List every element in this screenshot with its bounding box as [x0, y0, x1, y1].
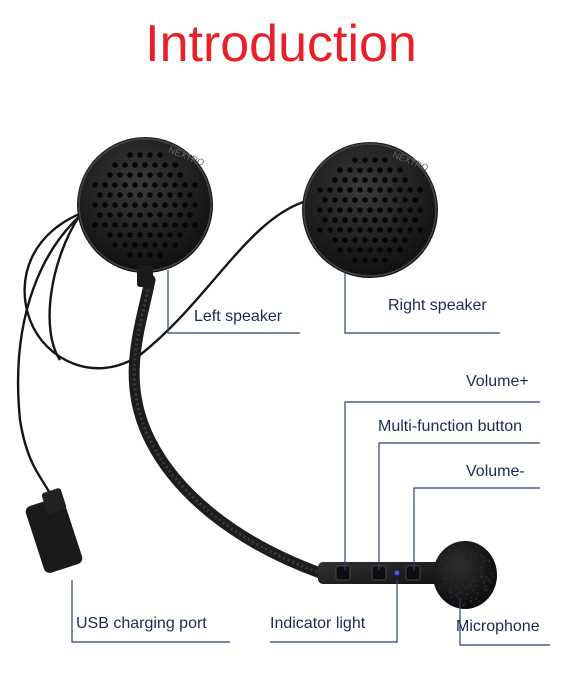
- label-volume-minus: Volume-: [466, 463, 525, 481]
- usb-connector: [24, 487, 84, 574]
- left-speaker: NEXTRO: [77, 137, 213, 287]
- label-usb-charging-port: USB charging port: [76, 615, 207, 633]
- label-left-speaker: Left speaker: [194, 308, 282, 326]
- control-unit: [318, 562, 452, 584]
- right-speaker: NEXTRO: [302, 142, 438, 278]
- label-indicator-light: Indicator light: [270, 615, 365, 633]
- indicator-led: [395, 571, 400, 576]
- label-right-speaker: Right speaker: [388, 297, 487, 315]
- microphone-foam: [433, 541, 497, 609]
- label-microphone: Microphone: [456, 618, 540, 636]
- label-volume-plus: Volume+: [466, 373, 529, 391]
- label-multi-function-button: Multi-function button: [378, 418, 522, 436]
